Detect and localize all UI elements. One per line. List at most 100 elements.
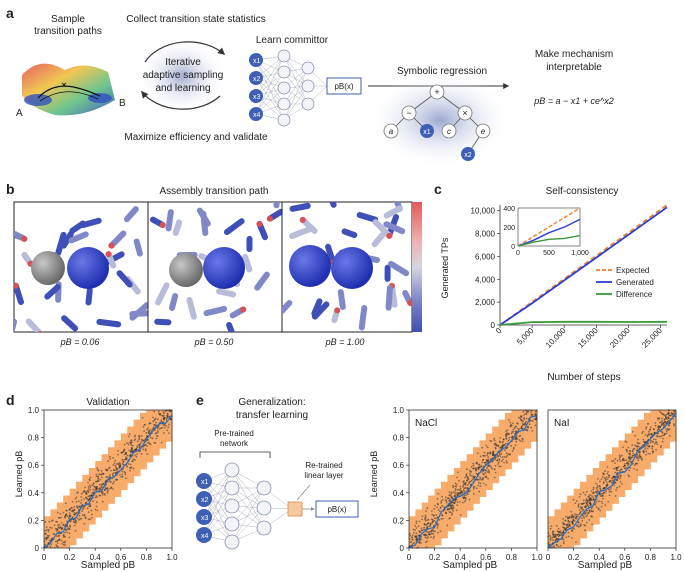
scatter-point — [83, 489, 86, 492]
scatter-point — [156, 430, 159, 432]
x-tick-label: 0.2 — [64, 553, 76, 562]
scatter-point — [646, 447, 649, 450]
scatter-point — [162, 432, 165, 434]
scatter-point — [81, 508, 84, 511]
scatter-point — [463, 489, 465, 492]
scatter-point — [485, 469, 487, 472]
scatter-point — [475, 467, 477, 470]
oxygen-atom — [5, 229, 11, 235]
scatter-point — [144, 449, 147, 452]
water-molecule — [55, 231, 67, 256]
collect-label: Collect transition state statistics — [126, 14, 266, 25]
retrained-line1: Re-trained — [305, 461, 342, 470]
scatter-point — [97, 469, 100, 472]
scatter-point — [431, 529, 434, 531]
scatter-point — [448, 491, 451, 493]
learn-committor-label: Learn committor — [256, 35, 329, 46]
panel-d-title: Validation — [86, 397, 129, 408]
y-tick-label: 0.6 — [28, 461, 40, 470]
plot-label-nacl: NaCl — [415, 418, 437, 429]
scatter-point — [485, 444, 488, 447]
y-tick-label: 4,000 — [475, 275, 496, 284]
loop-text-3: and learning — [155, 83, 210, 94]
x-tick-label: 0.8 — [645, 553, 657, 562]
y-tick-label: 10,000 — [471, 207, 496, 216]
scatter-point — [91, 492, 94, 495]
water-molecule — [388, 260, 410, 277]
network-edge — [283, 55, 309, 105]
scatter-point — [434, 517, 436, 520]
scatter-point — [66, 528, 69, 531]
scatter-point — [507, 453, 510, 456]
panel-d-label: d — [6, 392, 15, 408]
scatter-point — [595, 487, 598, 490]
scatter-point — [455, 509, 458, 512]
scatter-point — [549, 527, 552, 530]
sample-title-line1: Sample — [51, 14, 85, 25]
scatter-point — [628, 457, 631, 459]
scatter-point — [448, 511, 451, 513]
panel-e-ylabel: Learned pB — [369, 451, 379, 498]
scatter-point — [87, 487, 90, 490]
scatter-point — [605, 481, 608, 483]
scatter-point — [119, 463, 122, 466]
scatter-point — [157, 426, 159, 428]
scatter-point — [634, 434, 636, 437]
scatter-point — [450, 497, 453, 499]
input-label-e: x2 — [201, 497, 209, 504]
plot-label-nai: NaI — [554, 418, 570, 429]
scatter-point — [454, 488, 457, 490]
oxygen-atom — [159, 222, 166, 229]
x-tick-label: 10,000 — [544, 326, 568, 350]
scatter-point — [70, 510, 73, 512]
scatter-point — [83, 513, 86, 516]
scatter-point — [662, 437, 665, 440]
hidden-node-e — [224, 516, 240, 532]
scatter-point — [528, 423, 531, 426]
scatter-point — [513, 446, 515, 449]
scatter-point — [459, 485, 462, 488]
scatter-point — [641, 458, 643, 461]
scatter-point — [502, 438, 505, 441]
scatter-point — [573, 520, 576, 522]
scatter-point — [459, 501, 461, 503]
scatter-point — [573, 527, 575, 530]
scatter-point — [424, 517, 426, 519]
scatter-point — [585, 498, 588, 501]
scatter-point — [152, 416, 154, 419]
x-tick-label: 0.8 — [141, 553, 153, 562]
scatter-point — [94, 508, 97, 511]
scatter-point — [571, 528, 574, 530]
oxygen-atom — [266, 215, 273, 222]
scatter-point — [615, 468, 618, 471]
scatter-point — [117, 453, 119, 456]
scatter-point — [530, 426, 533, 429]
scatter-point — [492, 450, 495, 453]
scatter-point — [589, 499, 592, 501]
scatter-point — [598, 485, 601, 488]
output-box — [326, 77, 362, 95]
scatter-point — [88, 478, 91, 481]
oxygen-atom — [21, 235, 28, 242]
scatter-point — [44, 537, 47, 540]
scatter-point — [662, 413, 665, 416]
scatter-point — [420, 542, 422, 544]
hidden-node — [277, 65, 291, 79]
scatter-point — [131, 441, 133, 444]
scatter-point — [134, 459, 136, 461]
scatter-point — [147, 438, 149, 441]
scatter-point — [69, 520, 72, 523]
scatter-point — [414, 525, 417, 527]
scatter-point — [472, 477, 474, 479]
scatter-point — [497, 445, 499, 448]
scatter-point — [576, 523, 579, 526]
scatter-point — [463, 494, 466, 497]
water-molecule — [385, 285, 393, 311]
water-molecule — [203, 305, 228, 317]
scatter-point — [56, 546, 59, 548]
scatter-point — [622, 457, 625, 460]
scatter-point — [511, 431, 514, 433]
scatter-point — [600, 478, 603, 481]
scatter-point — [89, 496, 91, 498]
